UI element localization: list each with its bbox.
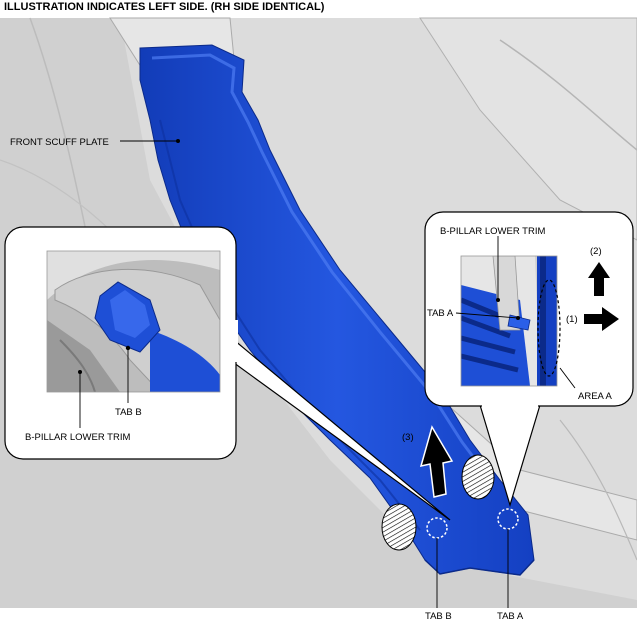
clip-area-hatched-upper [461,454,495,500]
label-front-scuff-plate: FRONT SCUFF PLATE [10,137,109,148]
label-b-pillar-lower-trim-left: B-PILLAR LOWER TRIM [25,432,130,443]
detail-callout-left [4,226,451,521]
detail-callout-right [424,211,634,508]
arrow-2-icon [588,262,610,296]
area-a-marker [537,279,561,377]
label-area-a: AREA A [578,391,612,402]
leader-lines [120,139,509,608]
arrow-1-icon [584,307,619,331]
label-tab-a-bottom: TAB A [497,611,524,622]
clip-area-hatched-lower [381,503,417,551]
label-tab-a-detail: TAB A [427,308,454,319]
label-step-1: (1) [566,314,578,325]
label-tab-b-detail: TAB B [115,407,142,418]
arrow-3-icon [419,425,454,498]
label-b-pillar-lower-trim-right: B-PILLAR LOWER TRIM [440,226,545,237]
label-step-3: (3) [402,432,414,443]
label-tab-b-bottom: TAB B [425,611,452,622]
label-step-2: (2) [590,246,602,257]
illustration-title: ILLUSTRATION INDICATES LEFT SIDE. (RH SI… [4,1,325,13]
